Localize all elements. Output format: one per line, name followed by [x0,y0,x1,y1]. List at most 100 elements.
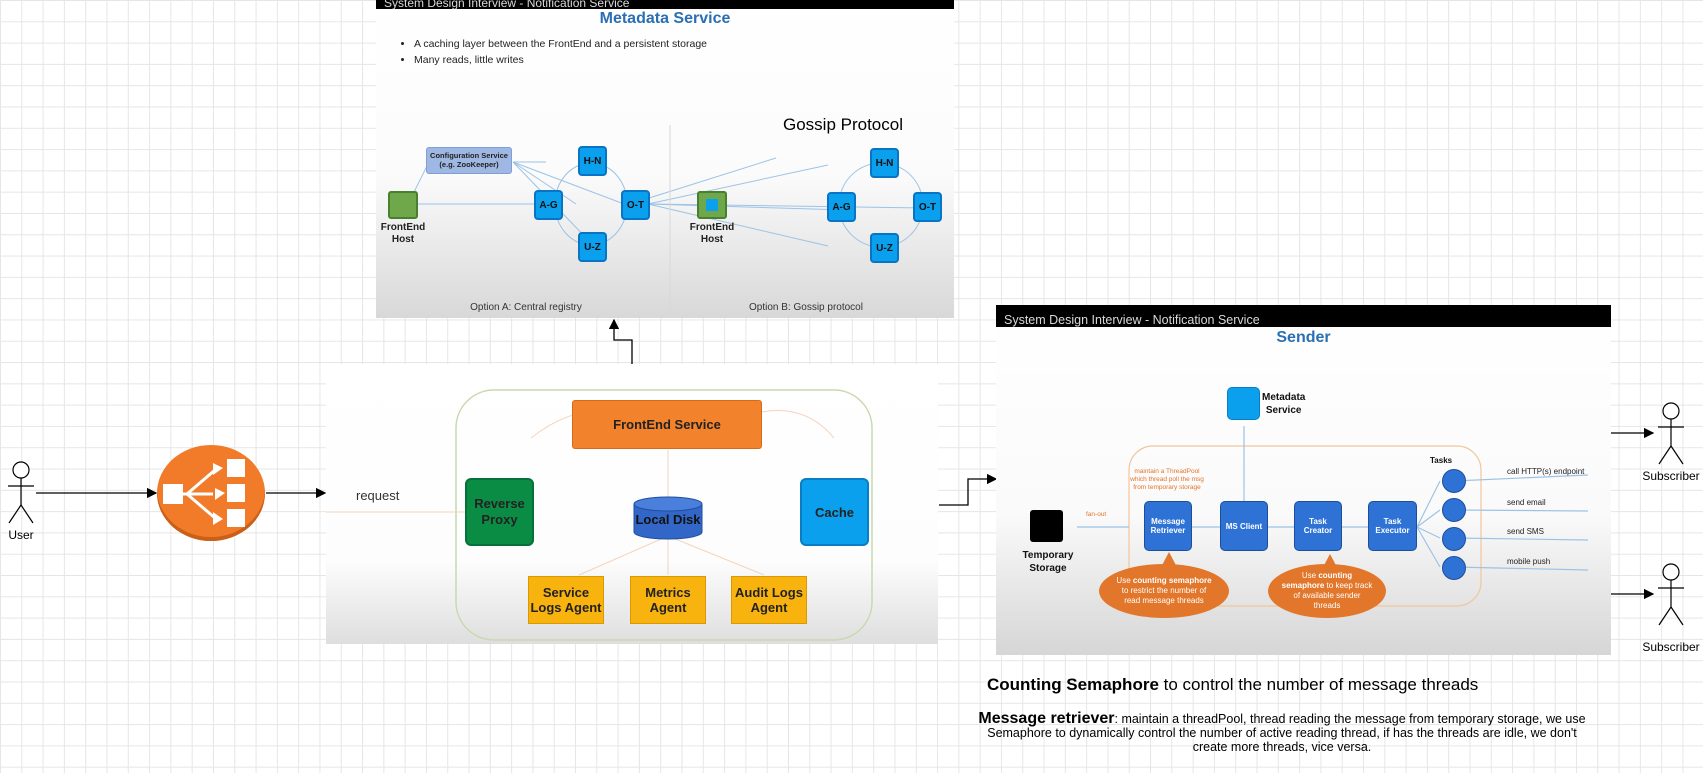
task-label: send email [1507,498,1546,507]
frontend-host-label: FrontEnd Host [376,222,430,246]
component-line: Executor [1375,526,1410,535]
bubble-text-part: to restrict the number of read message t… [1121,586,1207,605]
ms-client-node: MS Client [1220,501,1268,551]
bubble-text-part: Use [1301,571,1319,580]
component-line: Message [1151,517,1185,526]
local-disk-label: Local Disk [635,512,701,527]
bullet-item: Many reads, little writes [414,52,707,68]
frontend-host-line: FrontEnd [380,222,426,233]
subscriber-label: Subscriber [1642,640,1700,654]
metadata-service-line: Metadata [1262,392,1306,403]
agent-line: Audit Logs [735,585,803,600]
node-o-t-b: O-T [913,192,942,222]
message-retriever-node: Message Retriever [1144,501,1192,551]
component-line: Creator [1303,526,1333,535]
threadpool-note: maintain a ThreadPool which thread poll … [1130,468,1204,491]
task-executor-node: Task Executor [1368,501,1417,551]
frontend-host-inner-blue [706,199,718,211]
frontend-service-slide: request FrontEnd Service Reverse Proxy C… [326,364,938,644]
user-label: User [8,528,34,542]
bubble-text-bold: counting semaphore [1132,576,1212,585]
node-h-n-b: H-N [870,148,899,178]
slide-title: Sender [1276,329,1331,346]
tasks-label: Tasks [1430,456,1453,465]
task-circle [1442,498,1466,522]
load-balancer-icon [157,445,265,541]
temporary-storage-square [1030,510,1063,542]
frontend-host-line: FrontEnd [689,222,735,233]
metadata-service-label: Metadata Service [1262,391,1305,417]
agent-line: Metrics [645,585,691,600]
heading-rest: to control the number of message threads [1158,675,1479,694]
bullet-list: A caching layer between the FrontEnd and… [390,36,707,68]
frontend-service-box: FrontEnd Service [572,400,762,449]
bubble-text: Use counting semaphore to restrict the n… [1114,576,1214,606]
task-label: send SMS [1507,527,1544,536]
node-h-n: H-N [578,146,607,176]
message-retriever-note: Message retriever: maintain a threadPool… [978,710,1586,755]
gossip-heading: Gossip Protocol [783,115,903,134]
bubble-text-part: Use [1116,576,1133,585]
subscriber-stick-figure-icon [1658,563,1684,626]
reverse-proxy-line: Proxy [481,512,518,527]
frontend-host-square [388,191,418,219]
database-cylinder-icon [633,496,703,540]
task-circle [1442,556,1466,580]
reverse-proxy-line: Reverse [474,496,525,511]
agent-line: Service [542,585,590,600]
temporary-storage-line: Storage [1029,563,1067,574]
task-label: call HTTP(s) endpoint [1507,467,1585,476]
node-u-z: U-Z [578,232,607,262]
node-u-z-b: U-Z [870,233,899,263]
user-stick-figure-icon [8,461,34,524]
bubble-text-part: to keep track of available sender thread… [1293,581,1373,610]
agent-line: Agent [750,600,788,615]
config-service-line: (e.g. ZooKeeper) [439,160,499,169]
temporary-storage-line: Temporary [1022,550,1074,561]
frontend-host-square-b [697,191,727,219]
heading-bold: Counting Semaphore [987,675,1159,694]
metadata-service-slide: System Design Interview - Notification S… [376,0,954,318]
temporary-storage-label: Temporary Storage [1014,549,1082,575]
local-disk-cylinder [633,496,703,540]
note-rest: : maintain a threadPool, thread reading … [987,712,1586,754]
counting-semaphore-heading: Counting Semaphore to control the number… [987,675,1478,695]
slide-topbar: System Design Interview - Notification S… [996,305,1611,327]
bullet-item: A caching layer between the FrontEnd and… [414,36,707,52]
sender-slide: System Design Interview - Notification S… [996,305,1611,655]
option-b-caption: Option B: Gossip protocol [749,302,863,313]
frontend-host-line: Host [700,234,724,245]
cache-box: Cache [800,478,869,546]
metadata-service-node [1227,387,1260,420]
semaphore-bubble-left: Use counting semaphore to restrict the n… [1099,564,1229,618]
node-a-g-b: A-G [827,192,856,222]
bubble-text: Use counting semaphore to keep track of … [1281,571,1373,611]
metrics-agent-box: Metrics Agent [630,576,706,624]
audit-logs-agent-box: Audit Logs Agent [731,576,807,624]
option-a-caption: Option A: Central registry [470,302,582,313]
component-line: Retriever [1150,526,1186,535]
load-balancer-glyph [163,459,245,527]
slide-topbar: System Design Interview - Notification S… [376,0,954,9]
fan-out-label: fan-out [1086,511,1107,518]
task-label: mobile push [1507,557,1551,566]
reverse-proxy-box: Reverse Proxy [465,478,534,546]
semaphore-bubble-right: Use counting semaphore to keep track of … [1268,564,1386,618]
frontend-host-label-b: FrontEnd Host [685,222,739,246]
sender-connections [1077,426,1589,607]
metadata-service-line: Service [1265,405,1302,416]
subscriber-stick-figure-icon [1658,402,1684,465]
task-circle [1442,527,1466,551]
node-a-g: A-G [534,190,563,220]
subscriber-label: Subscriber [1642,469,1700,483]
request-label: request [356,488,400,503]
configuration-service-box: Configuration Service (e.g. ZooKeeper) [426,147,512,174]
node-o-t: O-T [621,190,650,220]
config-service-line: Configuration Service [430,151,508,160]
task-circle [1442,469,1466,493]
slide-title: Metadata Service [599,10,731,27]
task-creator-node: Task Creator [1294,501,1342,551]
note-bold: Message retriever [978,710,1115,727]
component-line: Task [1383,517,1402,526]
